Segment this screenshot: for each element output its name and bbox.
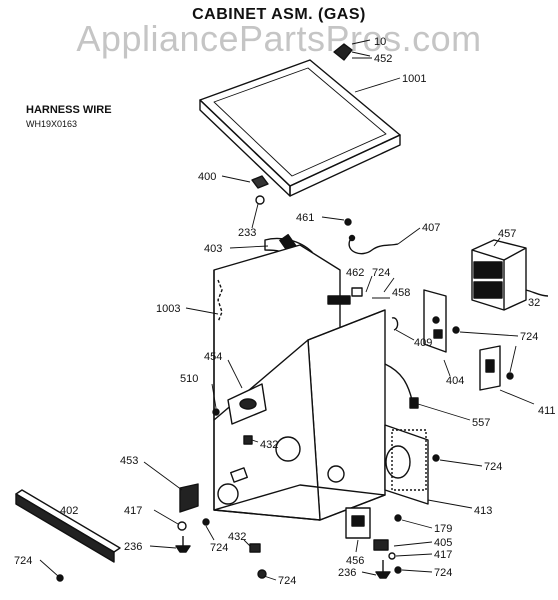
watermark-text: AppliancePartsPros.com bbox=[76, 18, 482, 59]
part-label-407: 407 bbox=[422, 222, 440, 234]
hook-409 bbox=[391, 317, 399, 331]
screw-510 bbox=[212, 408, 220, 416]
duct-454 bbox=[227, 383, 267, 425]
part-label-402: 402 bbox=[60, 505, 78, 517]
part-label-233: 233 bbox=[238, 227, 256, 239]
harness-wire-label: HARNESS WIRE bbox=[26, 104, 112, 116]
screw-724c bbox=[432, 454, 440, 462]
clip-432b bbox=[249, 543, 261, 553]
bracket-400 bbox=[251, 175, 269, 189]
washer-417a bbox=[177, 521, 187, 531]
top-cover-1001 bbox=[199, 59, 401, 197]
part-label-724-a: 724 bbox=[372, 267, 390, 279]
part-label-411: 411 bbox=[538, 405, 556, 417]
screw-461 bbox=[344, 218, 352, 226]
plate-411 bbox=[479, 345, 501, 391]
screw-724d bbox=[202, 518, 210, 526]
screw-179 bbox=[394, 514, 402, 522]
screw-724b bbox=[452, 326, 460, 334]
clip-462 bbox=[351, 287, 363, 297]
wire-407 bbox=[348, 239, 399, 255]
part-label-724-b: 724 bbox=[520, 331, 538, 343]
part-label-724-e: 724 bbox=[434, 567, 452, 579]
part-label-417-a: 417 bbox=[124, 505, 142, 517]
part-label-236-a: 236 bbox=[124, 541, 142, 553]
part-label-724-d: 724 bbox=[210, 542, 228, 554]
screw-724e bbox=[394, 566, 402, 574]
part-label-10: 10 bbox=[374, 36, 386, 48]
leader-lines bbox=[39, 57, 535, 581]
part-label-417-b: 417 bbox=[434, 549, 452, 561]
part-label-409: 409 bbox=[414, 337, 432, 349]
rear-panel-413 bbox=[384, 424, 429, 505]
screw-724g bbox=[56, 574, 64, 582]
part-label-403: 403 bbox=[204, 243, 222, 255]
insulation-1003 bbox=[217, 279, 223, 323]
part-label-432-a: 432 bbox=[260, 439, 278, 451]
kick-plate-402 bbox=[15, 489, 121, 563]
screw-724f bbox=[257, 569, 267, 579]
latch-456 bbox=[345, 507, 371, 539]
leg-236a bbox=[175, 545, 191, 553]
part-label-404: 404 bbox=[446, 375, 464, 387]
gauge-icon bbox=[275, 436, 301, 462]
part-label-457: 457 bbox=[498, 228, 516, 240]
part-label-236-b: 236 bbox=[338, 567, 356, 579]
harness-wire-note: HARNESS WIRE WH19X0163 bbox=[26, 104, 112, 129]
part-label-510: 510 bbox=[180, 373, 198, 385]
cabinet-body bbox=[213, 244, 386, 521]
bracket-453 bbox=[179, 483, 199, 513]
leg-236b bbox=[375, 571, 391, 579]
part-label-462: 462 bbox=[346, 267, 364, 279]
bracket-404 bbox=[423, 289, 447, 353]
harness-wire-part-number: WH19X0163 bbox=[26, 119, 78, 129]
part-label-400: 400 bbox=[198, 171, 216, 183]
part-label-413: 413 bbox=[474, 505, 492, 517]
part-label-1001: 1001 bbox=[402, 73, 426, 85]
part-label-32: 32 bbox=[528, 297, 540, 309]
part-label-461: 461 bbox=[296, 212, 314, 224]
part-label-405: 405 bbox=[434, 537, 452, 549]
part-label-1003: 1003 bbox=[156, 303, 180, 315]
part-label-452: 452 bbox=[374, 53, 392, 65]
clip-452 bbox=[333, 39, 371, 61]
diagram-title: CABINET ASM. (GAS) bbox=[192, 6, 366, 23]
part-label-557: 557 bbox=[472, 417, 490, 429]
part-label-724-f: 724 bbox=[278, 575, 296, 587]
part-label-432-b: 432 bbox=[228, 531, 246, 543]
clip-405 bbox=[373, 539, 389, 551]
part-label-456: 456 bbox=[346, 555, 364, 567]
screw-233 bbox=[255, 195, 265, 205]
washer-417b bbox=[388, 552, 396, 560]
part-label-454: 454 bbox=[204, 351, 222, 363]
part-label-453: 453 bbox=[120, 455, 138, 467]
clip-432a bbox=[243, 435, 253, 445]
part-label-724-c: 724 bbox=[484, 461, 502, 473]
bracket-458 bbox=[327, 295, 351, 305]
filter-457 bbox=[471, 239, 549, 311]
part-label-179: 179 bbox=[434, 523, 452, 535]
part-label-724-g: 724 bbox=[14, 555, 32, 567]
part-label-458: 458 bbox=[392, 287, 410, 299]
